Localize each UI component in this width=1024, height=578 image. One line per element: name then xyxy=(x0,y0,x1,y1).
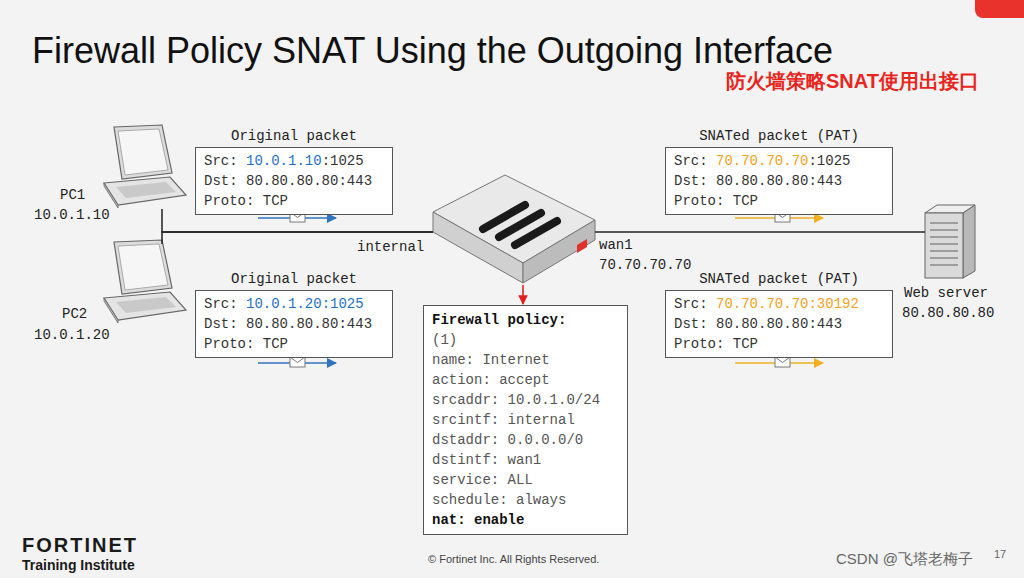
packet-flow-arrow xyxy=(258,357,336,367)
packet-field: Src: 70.70.70.70:1025 xyxy=(674,151,884,171)
packet-field: Proto: TCP xyxy=(674,191,884,211)
copyright: © Fortinet Inc. All Rights Reserved. xyxy=(428,553,599,565)
address-highlight: 70.70.70.70:30192 xyxy=(716,296,859,312)
network-link xyxy=(595,231,925,233)
packet-box: SNATed packet (PAT)Src: 70.70.70.70:1025… xyxy=(665,147,893,215)
policy-field: dstaddr: 0.0.0.0/0 xyxy=(432,430,619,450)
packet-flow-arrow xyxy=(735,357,823,367)
policy-field: action: accept xyxy=(432,370,619,390)
packet-field: Dst: 80.80.80.80:443 xyxy=(674,171,884,191)
policy-field: schedule: always xyxy=(432,490,619,510)
policy-field: service: ALL xyxy=(432,470,619,490)
policy-field: srcaddr: 10.0.1.0/24 xyxy=(432,390,619,410)
packet-field: Src: 10.0.1.20:1025 xyxy=(204,294,384,314)
node-label: 10.0.1.20 xyxy=(34,325,110,345)
slide-title: Firewall Policy SNAT Using the Outgoing … xyxy=(32,30,833,72)
page-number: 17 xyxy=(994,548,1006,560)
address-highlight: 70.70.70.70 xyxy=(716,153,808,169)
pc-node: PC110.0.1.10 xyxy=(100,125,186,209)
box-heading: Firewall policy: xyxy=(432,310,619,330)
policy-field: dstintf: wan1 xyxy=(432,450,619,470)
packet-field: Proto: TCP xyxy=(674,334,884,354)
laptop-icon xyxy=(104,125,186,208)
corner-tab xyxy=(975,0,1024,18)
brand-tagline: Training Institute xyxy=(22,557,135,573)
node-label: wan1 70.70.70.70 xyxy=(599,235,699,275)
server-node: Web server80.80.80.80 xyxy=(925,203,975,278)
packet-field: Dst: 80.80.80.80:443 xyxy=(204,314,384,334)
subtitle-cn: 防火墙策略SNAT使用出接口 xyxy=(726,68,979,95)
box-heading: Original packet xyxy=(196,269,392,289)
text-part: Src: xyxy=(204,153,246,169)
firewall-device xyxy=(433,175,595,283)
policy-field: srcintf: internal xyxy=(432,410,619,430)
node-label: 10.0.1.10 xyxy=(34,205,110,225)
policy-arrow xyxy=(522,285,524,304)
packet-field: Dst: 80.80.80.80:443 xyxy=(204,171,384,191)
text-part: Src: xyxy=(674,296,716,312)
watermark: CSDN @飞塔老梅子 xyxy=(836,550,973,569)
text-part: Src: xyxy=(674,153,716,169)
node-label: internal xyxy=(357,237,424,257)
policy-box: Firewall policy:(1)name: Internetaction:… xyxy=(423,305,628,535)
server-icon xyxy=(925,205,975,278)
packet-box: Original packetSrc: 10.0.1.10:1025Dst: 8… xyxy=(195,147,393,215)
policy-field: name: Internet xyxy=(432,350,619,370)
firewall-node: internalwan1 70.70.70.70 xyxy=(433,175,595,285)
box-heading: SNATed packet (PAT) xyxy=(666,269,892,289)
packet-box: SNATed packet (PAT)Src: 70.70.70.70:3019… xyxy=(665,290,893,358)
text-part: Src: xyxy=(204,296,246,312)
node-label: 80.80.80.80 xyxy=(902,303,994,323)
node-label: PC2 xyxy=(62,304,87,324)
box-heading: Original packet xyxy=(196,126,392,146)
laptop-icon xyxy=(104,240,186,323)
pc-node: PC210.0.1.20 xyxy=(100,244,186,324)
box-heading: SNATed packet (PAT) xyxy=(666,126,892,146)
packet-field: Proto: TCP xyxy=(204,191,384,211)
address-highlight: 10.0.1.10 xyxy=(246,153,322,169)
brand-logo: FORTINET xyxy=(22,534,138,557)
address-highlight: 10.0.1.20:1025 xyxy=(246,296,364,312)
packet-box: Original packetSrc: 10.0.1.20:1025Dst: 8… xyxy=(195,290,393,358)
node-label: PC1 xyxy=(60,185,85,205)
text-part: :1025 xyxy=(322,153,364,169)
packet-field: Dst: 80.80.80.80:443 xyxy=(674,314,884,334)
packet-field: Src: 10.0.1.10:1025 xyxy=(204,151,384,171)
policy-field: (1) xyxy=(432,330,619,350)
packet-field: Proto: TCP xyxy=(204,334,384,354)
policy-field: nat: enable xyxy=(432,510,619,530)
text-part: :1025 xyxy=(808,153,850,169)
node-label: Web server xyxy=(904,283,988,303)
packet-field: Src: 70.70.70.70:30192 xyxy=(674,294,884,314)
